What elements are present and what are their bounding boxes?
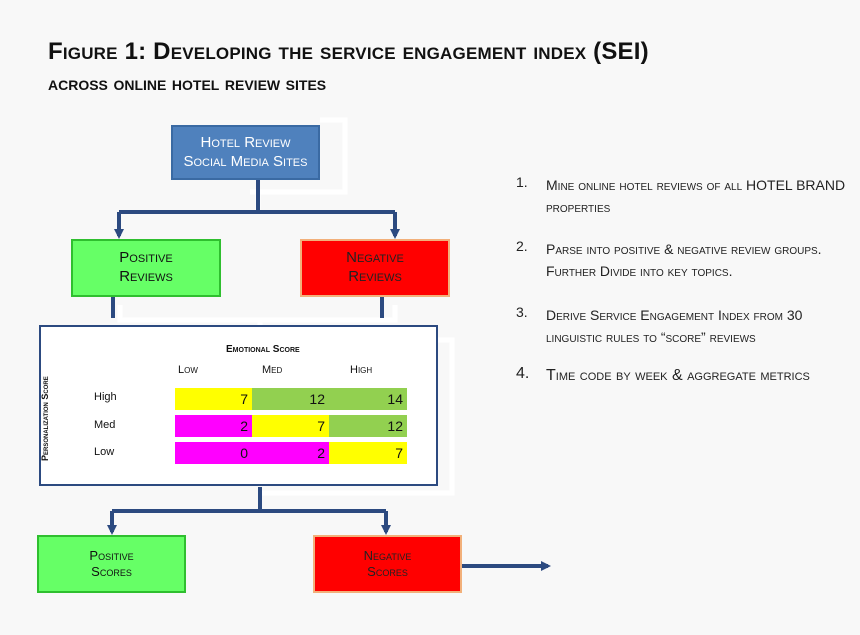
source-box: Hotel Review Social Media Sites — [171, 125, 320, 180]
step-3-text: Derive Service Engagement Index from 30 … — [546, 307, 803, 345]
positive-scores-line2: Scores — [91, 564, 132, 579]
matrix-cell: 12 — [252, 388, 329, 410]
step-4-text: Time code by week & aggregate metrics — [546, 367, 810, 384]
matrix-cell: 12 — [329, 415, 407, 437]
row-header-low: Low — [94, 446, 115, 458]
negative-reviews-line2: Reviews — [348, 268, 402, 285]
step-1-number: 1. — [516, 174, 528, 190]
source-box-line1: Hotel Review — [200, 133, 291, 151]
negative-reviews-line1: Negative — [346, 249, 404, 267]
figure-title: Figure 1: Developing the service engagem… — [48, 38, 649, 65]
positive-reviews-line1: Positive — [119, 249, 173, 267]
positive-reviews-line2: Reviews — [119, 268, 173, 285]
negative-scores-line2: Scores — [367, 564, 408, 579]
row-header-high: High — [94, 391, 117, 403]
column-header-high: High — [350, 364, 373, 376]
matrix-cell: 7 — [175, 388, 252, 410]
shadow-frame-top — [250, 117, 348, 195]
step-1-text: Mine online hotel reviews of all HOTEL B… — [546, 177, 846, 215]
negative-scores-line1: Negative — [363, 547, 412, 563]
matrix-cell: 0 — [175, 442, 252, 464]
source-box-line2: Social Media Sites — [183, 152, 308, 170]
matrix-cell: 14 — [329, 388, 407, 410]
negative-reviews-box: Negative Reviews — [300, 239, 450, 297]
row-header-med: Med — [94, 419, 116, 431]
column-header-low: Low — [178, 364, 198, 376]
personalization-score-title: Personalization Score — [40, 376, 50, 461]
matrix-cell: 7 — [329, 442, 407, 464]
positive-scores-box: Positive Scores — [37, 535, 186, 593]
matrix-cell: 2 — [175, 415, 252, 437]
emotional-score-title: Emotional Score — [226, 344, 300, 355]
figure-subtitle: across online hotel review sites — [48, 73, 327, 95]
positive-scores-line1: Positive — [89, 547, 134, 563]
column-header-med: Med — [262, 364, 283, 376]
step-3-number: 3. — [516, 304, 528, 320]
negative-scores-box: Negative Scores — [313, 535, 462, 593]
step-4-number: 4. — [516, 365, 530, 382]
step-2-number: 2. — [516, 238, 528, 254]
matrix-cell: 7 — [252, 415, 329, 437]
step-2-text: Parse into positive & negative review gr… — [546, 241, 822, 279]
positive-reviews-box: Positive Reviews — [71, 239, 221, 297]
matrix-cell: 2 — [252, 442, 329, 464]
